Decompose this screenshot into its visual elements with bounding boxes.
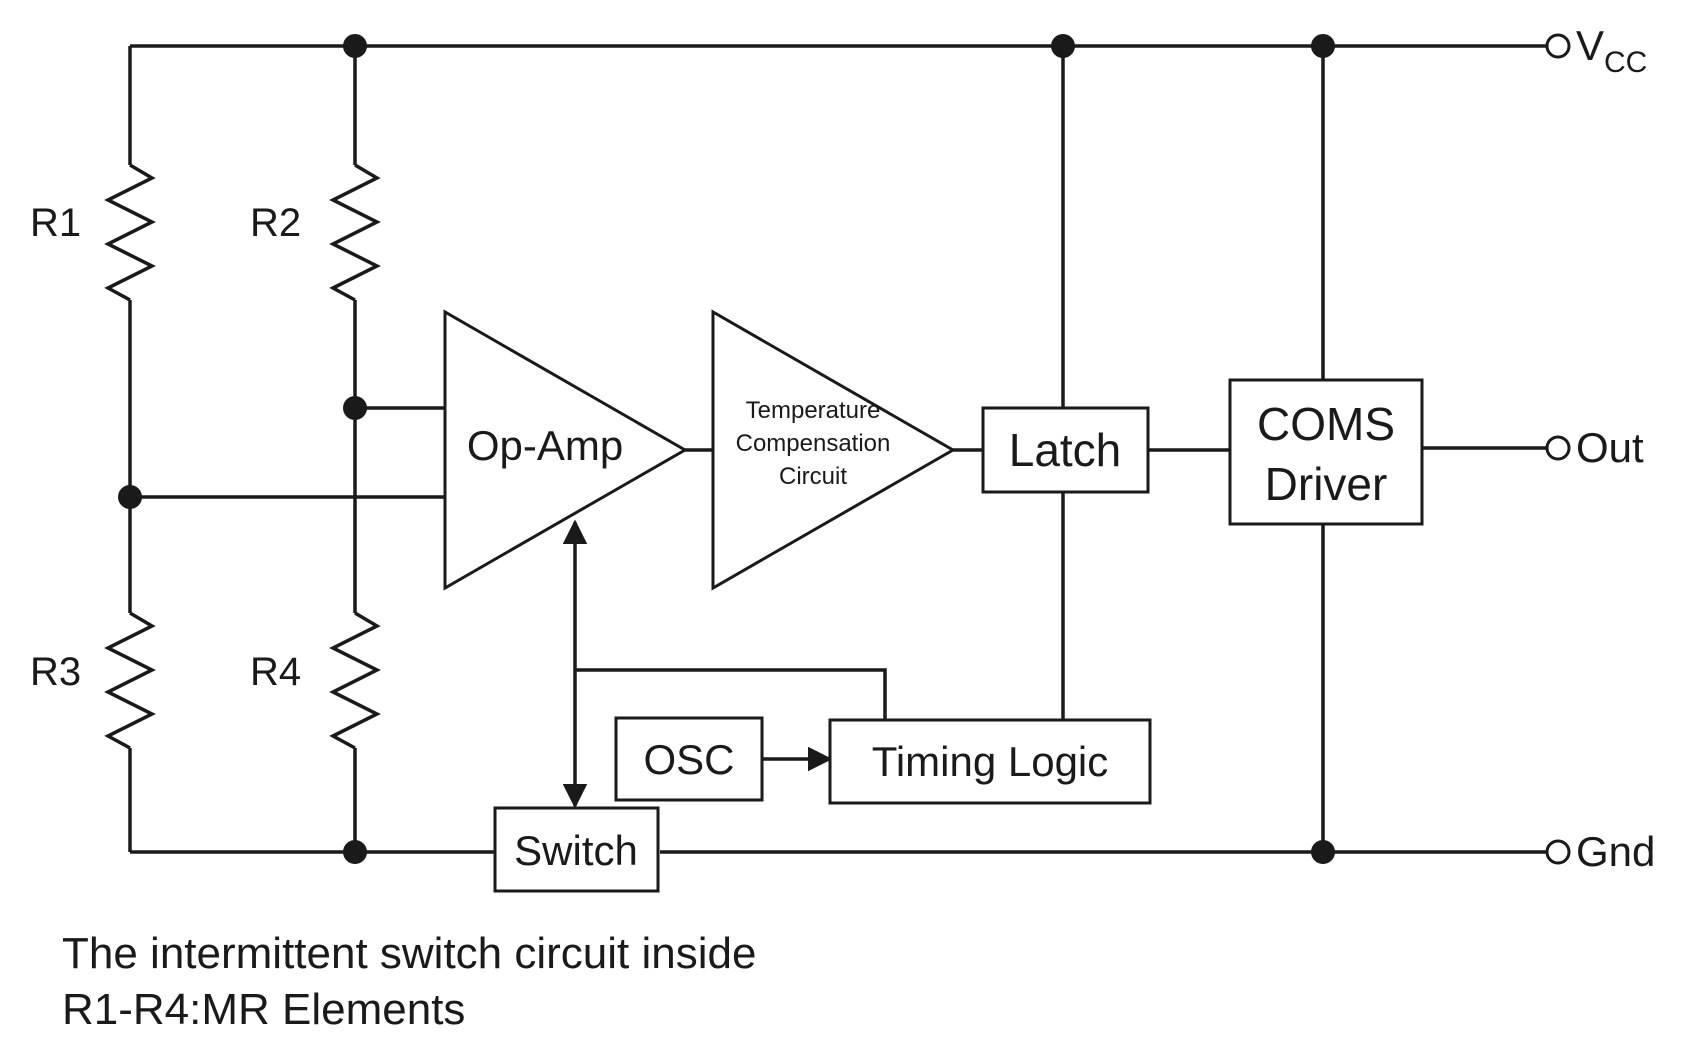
timing-feedback-wire xyxy=(575,668,887,720)
r1-label: R1 xyxy=(30,201,81,245)
vcc-terminal xyxy=(1545,33,1571,59)
coms-driver-box xyxy=(1228,378,1424,526)
op-amp-label: Op-Amp xyxy=(467,422,623,469)
latch-label: Latch xyxy=(1009,424,1122,476)
caption-line-1: The intermittent switch circuit inside xyxy=(62,929,757,978)
gnd-label: Gnd xyxy=(1576,828,1655,875)
switch-label: Switch xyxy=(514,827,638,874)
out-label: Out xyxy=(1576,424,1644,471)
temp-comp-label-line2: Compensation xyxy=(736,430,891,457)
timing-logic-box xyxy=(828,718,1152,805)
timing-logic-label: Timing Logic xyxy=(872,738,1109,785)
r1-resistor xyxy=(104,163,156,302)
op-amp-triangle xyxy=(443,309,689,591)
r3-label: R3 xyxy=(30,650,81,694)
osc-label: OSC xyxy=(643,736,734,783)
r2-resistor xyxy=(329,163,381,302)
vcc-label: VCC xyxy=(1576,22,1647,79)
switch-box xyxy=(493,806,660,893)
coms-driver-label-line1: COMS xyxy=(1257,398,1395,450)
junction-node xyxy=(1311,34,1335,58)
r4-resistor xyxy=(329,611,381,750)
out-terminal xyxy=(1545,435,1571,461)
junction-node xyxy=(343,840,367,864)
r4-label: R4 xyxy=(250,650,301,694)
junction-node xyxy=(1051,34,1075,58)
coms-driver-label-line2: Driver xyxy=(1265,458,1388,510)
caption-line-2: R1-R4:MR Elements xyxy=(62,985,466,1034)
temp-comp-label-line3: Circuit xyxy=(779,463,847,490)
gnd-terminal xyxy=(1545,839,1571,865)
r2-label: R2 xyxy=(250,201,301,245)
r3-resistor xyxy=(104,611,156,750)
temp-comp-label-line1: Temperature xyxy=(746,397,881,424)
temp-comp-triangle xyxy=(711,309,957,591)
junction-node xyxy=(343,396,367,420)
vcc-label-subscript: CC xyxy=(1604,46,1647,79)
vcc-label-main: V xyxy=(1576,22,1604,69)
junction-node xyxy=(343,34,367,58)
junction-node xyxy=(1311,840,1335,864)
junction-node xyxy=(118,485,142,509)
osc-box xyxy=(614,716,764,802)
